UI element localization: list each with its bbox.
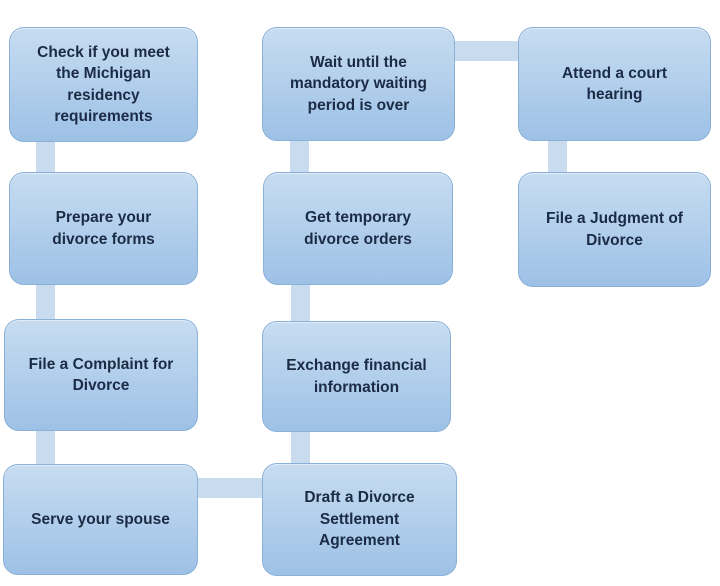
- connector-temporary-orders-to-waiting-period: [290, 135, 309, 180]
- node-serve-spouse-label: Serve your spouse: [31, 510, 170, 528]
- node-attend-court-hearing-label: Attend a court hearing: [561, 64, 668, 103]
- node-file-complaint-label: File a Complaint for Divorce: [28, 355, 174, 394]
- node-file-complaint: File a Complaint for Divorce: [4, 319, 198, 431]
- node-serve-spouse: Serve your spouse: [3, 464, 198, 575]
- node-wait-mandatory-period-label: Wait until the mandatory waiting period …: [290, 53, 427, 114]
- connector-draft-settlement-to-exchange-financial: [291, 426, 310, 471]
- connector-waiting-period-to-court-hearing: [450, 41, 523, 61]
- node-prepare-forms-label: Prepare your divorce forms: [52, 209, 155, 248]
- connector-prepare-forms-to-file-complaint: [36, 280, 55, 325]
- node-draft-settlement-agreement: Draft a Divorce Settlement Agreement: [262, 463, 457, 576]
- node-attend-court-hearing: Attend a court hearing: [518, 27, 711, 141]
- node-wait-mandatory-period: Wait until the mandatory waiting period …: [262, 27, 455, 141]
- connector-file-complaint-to-serve-spouse: [36, 426, 55, 471]
- connector-serve-spouse-to-draft-settlement: [193, 478, 267, 498]
- node-get-temporary-orders-label: Get temporary divorce orders: [304, 209, 412, 248]
- node-exchange-financial-information: Exchange financial information: [262, 321, 451, 432]
- connector-check-residency-to-prepare-forms: [36, 135, 55, 180]
- node-check-residency: Check if you meet the Michigan residency…: [9, 27, 198, 142]
- node-exchange-financial-information-label: Exchange financial information: [286, 357, 427, 396]
- node-file-judgment-label: File a Judgment of Divorce: [546, 210, 683, 249]
- connector-exchange-financial-to-temporary-orders: [291, 280, 310, 325]
- connector-court-hearing-to-file-judgment: [548, 135, 567, 180]
- node-check-residency-label: Check if you meet the Michigan residency…: [37, 43, 170, 125]
- node-prepare-forms: Prepare your divorce forms: [9, 172, 198, 285]
- node-draft-settlement-agreement-label: Draft a Divorce Settlement Agreement: [304, 489, 415, 550]
- node-file-judgment: File a Judgment of Divorce: [518, 172, 711, 287]
- node-get-temporary-orders: Get temporary divorce orders: [263, 172, 453, 285]
